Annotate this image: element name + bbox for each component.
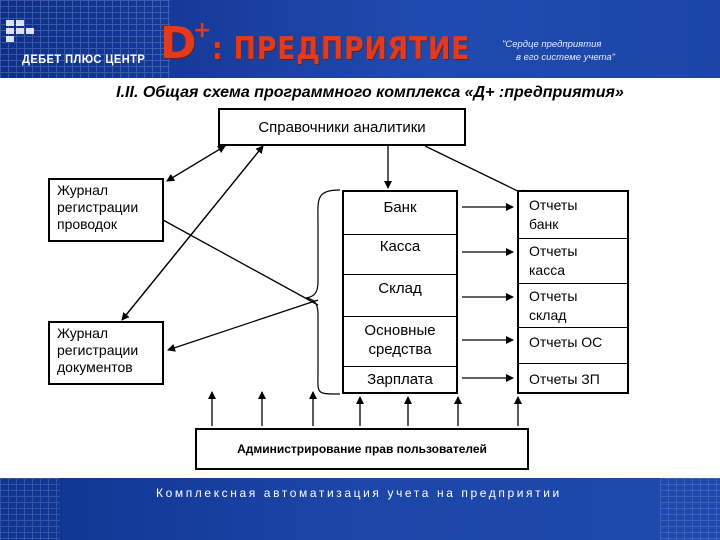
slide-title: I.II. Общая схема программного комплекса… xyxy=(116,84,624,101)
module-warehouse-label: Склад xyxy=(378,280,422,297)
header-grid-pattern xyxy=(0,0,170,78)
journal-documents-box: Журнал регистрации документов xyxy=(48,321,164,385)
report-bank-line: Отчеты xyxy=(529,197,578,213)
report-bank-line: банк xyxy=(529,216,559,232)
report-warehouse-line: склад xyxy=(529,307,567,323)
journal-postings-box: Журнал регистрации проводок xyxy=(48,178,164,242)
module-bank: Банк xyxy=(344,198,456,234)
slogan-line-2: в его системе учета" xyxy=(516,52,615,63)
journal-postings-line: Журнал xyxy=(57,182,109,198)
report-salary: Отчеты ЗП xyxy=(519,363,627,392)
journal-documents-line: Журнал xyxy=(57,325,109,341)
arrow-journal1-to-modules xyxy=(162,219,319,306)
journal-postings-line: регистрации xyxy=(57,199,139,215)
modules-brace xyxy=(305,189,341,395)
modules-box: Банк Касса Склад Основные средства Зарпл… xyxy=(342,190,458,394)
admin-box: Администрирование прав пользователей xyxy=(195,428,529,470)
report-cash-line: Отчеты xyxy=(529,243,578,259)
footer-text: Комплексная автоматизация учета на предп… xyxy=(156,486,562,500)
journal-documents-line: регистрации xyxy=(57,342,139,358)
reports-box: Отчеты банк Отчеты касса Отчеты склад От… xyxy=(517,190,629,394)
journal-postings-line: проводок xyxy=(57,216,117,232)
footer-grid-pattern-right xyxy=(660,478,720,540)
footer-banner: Комплексная автоматизация учета на предп… xyxy=(0,478,720,540)
report-bank: Отчеты банк xyxy=(519,196,627,238)
module-fixed-assets-line: средства xyxy=(368,341,432,358)
module-salary-label: Зарплата xyxy=(367,371,433,388)
module-warehouse: Склад xyxy=(344,274,456,318)
arrow-modules-to-journal2 xyxy=(167,299,319,352)
module-fixed-assets-line: Основные xyxy=(364,322,436,339)
arrow-journal2-to-ref xyxy=(121,145,264,321)
report-assets-label: Отчеты ОС xyxy=(529,334,603,350)
report-warehouse: Отчеты склад xyxy=(519,283,627,327)
brand-name: ДЕБЕТ ПЛЮС ЦЕНТР xyxy=(22,52,146,66)
report-warehouse-line: Отчеты xyxy=(529,288,578,304)
product-letter: D xyxy=(160,18,197,69)
reference-box: Справочники аналитики xyxy=(218,108,466,146)
arrow-ref-to-reports xyxy=(424,145,529,197)
module-salary: Зарплата xyxy=(344,366,456,392)
module-bank-label: Банк xyxy=(383,199,417,216)
slogan: "Сердце предприятия в его системе учета" xyxy=(502,38,615,64)
module-cash: Касса xyxy=(344,234,456,274)
module-cash-label: Касса xyxy=(379,238,421,255)
arrow-journal1-to-ref xyxy=(166,145,226,182)
product-plus: + xyxy=(193,18,212,43)
product-name: : ПРЕДПРИЯТИЕ xyxy=(212,31,471,67)
journal-documents-line: документов xyxy=(57,359,133,375)
module-fixed-assets: Основные средства xyxy=(344,316,456,362)
report-cash: Отчеты касса xyxy=(519,238,627,282)
slogan-line-1: "Сердце предприятия xyxy=(502,39,602,50)
footer-grid-pattern xyxy=(0,478,60,540)
report-cash-line: касса xyxy=(529,262,566,278)
report-salary-label: Отчеты ЗП xyxy=(529,371,600,387)
report-assets: Отчеты ОС xyxy=(519,327,627,363)
header-banner: ДЕБЕТ ПЛЮС ЦЕНТР D + : ПРЕДПРИЯТИЕ "Серд… xyxy=(0,0,720,78)
